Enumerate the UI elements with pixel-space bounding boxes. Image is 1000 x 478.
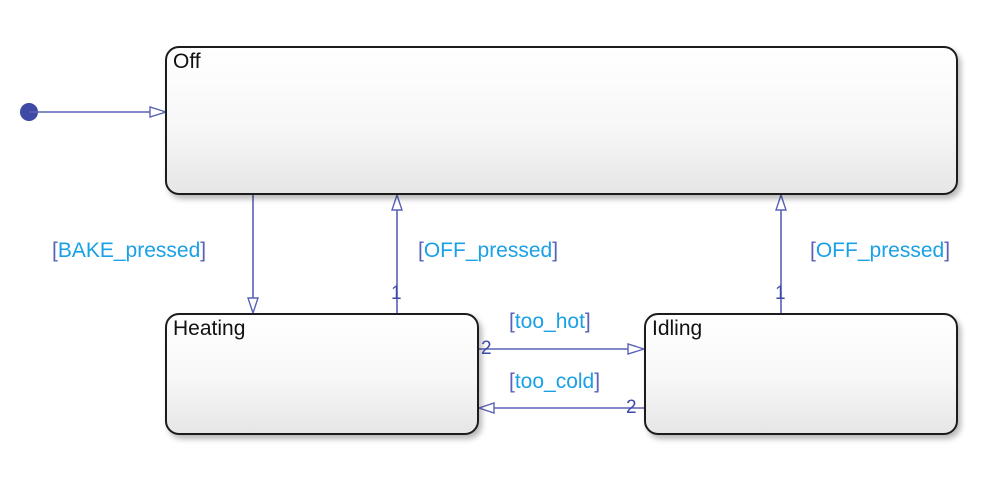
guard-bracket-open: [	[509, 370, 515, 393]
state-off[interactable]: Off	[165, 46, 958, 195]
guard-off-pressed-heating[interactable]: [OFF_pressed]	[418, 239, 558, 263]
state-off-label: Off	[173, 50, 201, 73]
default-transition-arrowhead	[149, 106, 169, 118]
state-heating[interactable]: Heating	[165, 313, 479, 435]
guard-bracket-close: ]	[552, 239, 559, 262]
guard-off-pressed-idling[interactable]: [OFF_pressed]	[810, 239, 950, 263]
guard-too-cold-text: too_cold	[514, 370, 595, 393]
order-label-heating-to-off: 1	[391, 283, 402, 304]
guard-bracket-open: [	[52, 239, 58, 262]
guard-bracket-close: ]	[200, 239, 207, 262]
arrowhead-heating-to-off	[391, 192, 403, 211]
guard-off-pressed-heating-text: OFF_pressed	[423, 239, 553, 262]
guard-bracket-close: ]	[594, 370, 601, 393]
state-idling-label: Idling	[652, 317, 703, 340]
arrowhead-off-to-heating	[247, 297, 259, 316]
state-idling[interactable]: Idling	[644, 313, 958, 435]
guard-off-pressed-idling-text: OFF_pressed	[815, 239, 945, 262]
order-label-heating-to-idling: 2	[481, 338, 492, 359]
guard-bake-pressed[interactable]: [BAKE_pressed]	[52, 239, 206, 263]
guard-bracket-open: [	[418, 239, 424, 262]
guard-bracket-close: ]	[944, 239, 951, 262]
order-label-idling-to-heating: 2	[626, 397, 637, 418]
guard-bake-pressed-text: BAKE_pressed	[57, 239, 201, 262]
state-heating-label: Heating	[173, 317, 246, 340]
arrowhead-idling-to-off	[775, 192, 787, 211]
guard-too-cold[interactable]: [too_cold]	[509, 370, 600, 394]
guard-bracket-open: [	[810, 239, 816, 262]
guard-bracket-close: ]	[584, 310, 591, 333]
guard-bracket-open: [	[509, 310, 515, 333]
guard-too-hot[interactable]: [too_hot]	[509, 310, 591, 334]
arrowhead-heating-to-idling	[627, 343, 647, 355]
guard-too-hot-text: too_hot	[514, 310, 585, 333]
order-label-idling-to-off: 1	[775, 283, 786, 304]
arrowhead-idling-to-heating	[476, 402, 495, 414]
